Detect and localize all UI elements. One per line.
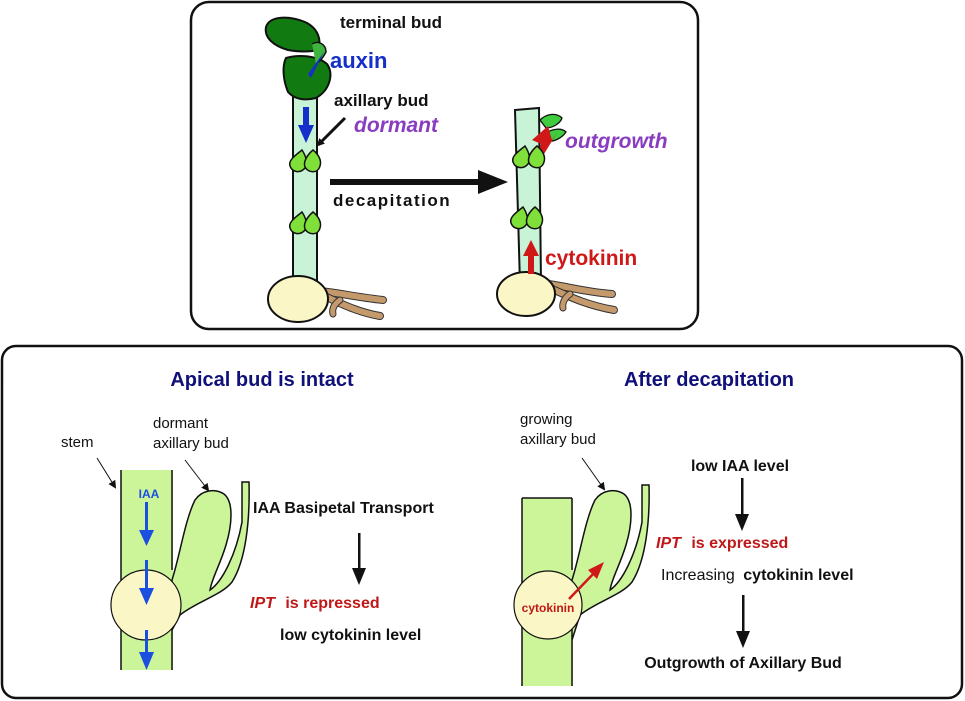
label-outgrowth: outgrowth <box>565 130 668 153</box>
ipt-status: is repressed <box>285 595 379 612</box>
ipt-gene-name: IPT <box>656 535 682 552</box>
axillary-buds-lower-icon <box>509 205 544 230</box>
iaa-arrow-icon <box>139 502 154 546</box>
flow-step-ipt-expressed: IPT is expressed <box>656 535 788 552</box>
iaa-arrow-icon <box>139 560 154 605</box>
top-panel-border <box>189 0 700 331</box>
label-stem: stem <box>61 434 94 451</box>
flow-step-low-iaa: low IAA level <box>691 458 789 475</box>
cytokinin-up-arrow-icon <box>523 240 539 274</box>
node-circle-icon <box>513 570 583 640</box>
axillary-buds-upper-icon <box>288 148 322 173</box>
flow-step-ipt-repressed: IPT is repressed <box>250 595 380 612</box>
label-terminal-bud: terminal bud <box>340 13 442 32</box>
flow-step-outgrowth: Outgrowth of Axillary Bud <box>644 655 842 672</box>
cytokinin-level-words: cytokinin level <box>743 567 853 584</box>
axillary-buds-lower-icon <box>288 210 322 235</box>
bud-pointer-icon <box>184 459 210 492</box>
increasing-word: Increasing <box>661 567 735 584</box>
label-growing-line1: growing <box>520 411 573 428</box>
label-cytokinin-node: cytokinin <box>522 601 575 615</box>
label-iaa: IAA <box>139 487 160 501</box>
flow-arrow-icon <box>352 533 366 585</box>
auxin-arrow-icon <box>308 52 324 78</box>
flow-step-iaa-transport: IAA Basipetal Transport <box>253 500 434 517</box>
iaa-arrow-icon <box>139 630 154 670</box>
bottom-panel-border <box>0 344 964 700</box>
terminal-bud-icon <box>264 16 332 101</box>
decapitated-plant <box>496 106 618 317</box>
axillary-buds-upper-icon <box>511 144 546 169</box>
flow-step-low-cytokinin: low cytokinin level <box>280 627 421 644</box>
seed-icon <box>267 275 329 323</box>
intact-section: Apical bud is intact stem dormant axilla… <box>61 369 434 670</box>
auxin-down-arrow-icon <box>298 107 314 143</box>
flow-arrow-icon <box>736 595 750 648</box>
dormant-axillary-bud-icon <box>171 481 250 631</box>
bottom-panel: Apical bud is intact stem dormant axilla… <box>0 344 964 700</box>
ipt-status: is expressed <box>691 535 788 552</box>
bud-pointer-icon <box>581 457 606 491</box>
seed-icon <box>496 271 556 317</box>
decapitation-title: After decapitation <box>624 369 794 391</box>
intact-title: Apical bud is intact <box>170 369 354 391</box>
label-axillary-bud: axillary bud <box>334 91 428 110</box>
label-decapitation: decapitation <box>333 191 451 210</box>
flow-arrow-icon <box>735 478 749 531</box>
cytokinin-arrow-icon <box>568 562 604 600</box>
growing-axillary-bud-icon <box>571 484 650 641</box>
top-panel: terminal bud auxin axillary bud dormant … <box>189 0 700 331</box>
label-cytokinin: cytokinin <box>545 247 637 270</box>
flow-step-increasing-cytokinin: Increasing cytokinin level <box>661 567 854 584</box>
axillary-bud-pointer-icon <box>316 116 347 147</box>
label-growing-line2: axillary bud <box>520 431 596 448</box>
decapitation-arrow-icon <box>330 170 508 194</box>
label-dormant: dormant <box>354 114 439 137</box>
label-dormant-line2: axillary bud <box>153 435 229 452</box>
intact-plant <box>264 16 387 323</box>
stem-pointer-icon <box>96 457 117 489</box>
ipt-gene-name: IPT <box>250 595 276 612</box>
label-dormant-line1: dormant <box>153 415 209 432</box>
label-auxin: auxin <box>330 48 387 73</box>
decapitation-section: After decapitation growing axillary bud … <box>513 369 854 686</box>
